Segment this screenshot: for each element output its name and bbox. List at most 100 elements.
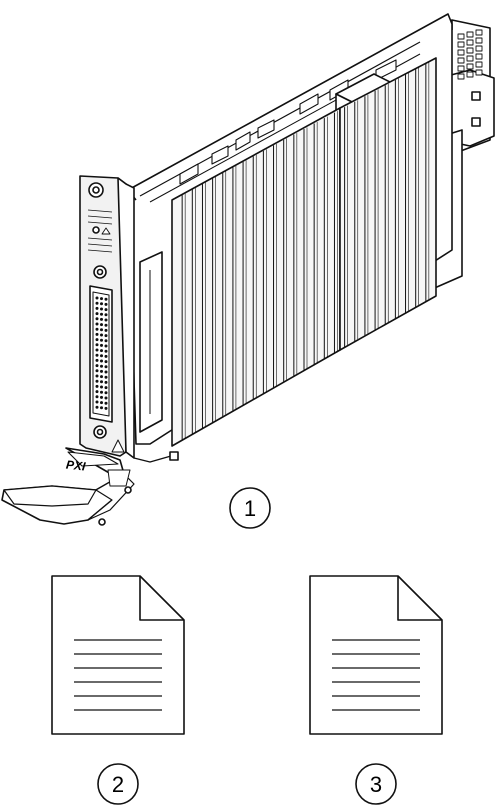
dsub-pin: [95, 348, 99, 352]
dsub-pin: [104, 339, 108, 343]
callout-2: 2: [97, 763, 139, 805]
backplane-pin: [475, 45, 483, 52]
dsub-pin: [100, 328, 104, 332]
dsub-connector: [89, 285, 113, 423]
dsub-pin: [95, 343, 99, 347]
callout-3-label: 3: [370, 772, 382, 797]
backplane-pin: [457, 57, 465, 64]
guide-rail: [133, 453, 179, 463]
dsub-pin: [95, 400, 99, 404]
callout-1-label: 1: [244, 496, 256, 521]
backplane-pin: [466, 39, 474, 46]
dsub-pin: [100, 354, 104, 358]
backplane-pin: [457, 33, 465, 40]
document-3-page: [309, 575, 443, 735]
backplane-pin: [457, 49, 465, 56]
callout-3: 3: [355, 763, 397, 805]
dsub-pin: [95, 301, 99, 305]
document-3: [309, 575, 443, 735]
backplane-pin: [475, 37, 483, 44]
dsub-pin: [100, 317, 104, 321]
dsub-pin: [104, 313, 108, 317]
backplane-pin: [475, 61, 483, 68]
backplane-pin: [457, 73, 465, 80]
document-2-page: [51, 575, 185, 735]
callout-1: 1: [229, 487, 271, 529]
dsub-pin: [100, 323, 104, 327]
dsub-pin: [100, 369, 104, 373]
dsub-pin: [95, 296, 99, 300]
dsub-pin: [104, 396, 108, 400]
heatsink: [171, 57, 437, 447]
dsub-pin: [100, 406, 104, 410]
backplane-pin: [466, 31, 474, 38]
dsub-pin: [104, 302, 108, 306]
document-3-folded-corner: [397, 576, 442, 621]
dsub-pin: [95, 369, 99, 373]
dsub-pin: [95, 395, 99, 399]
dsub-pin: [100, 385, 104, 389]
dsub-pin: [104, 375, 108, 379]
dsub-pin: [104, 380, 108, 384]
dsub-pin: [104, 323, 108, 327]
callout-2-label: 2: [112, 772, 124, 797]
dsub-pin: [104, 401, 108, 405]
dsub-pin: [95, 332, 99, 336]
dsub-pin: [100, 343, 104, 347]
dsub-pin: [95, 327, 99, 331]
dsub-pin: [104, 354, 108, 358]
dsub-pin: [104, 365, 108, 369]
dsub-pin: [100, 375, 104, 379]
handle-logo-text: PXI: [65, 458, 86, 474]
dsub-pin: [95, 317, 99, 321]
dsub-pin: [95, 405, 99, 409]
dsub-pin: [104, 349, 108, 353]
dsub-pin: [104, 297, 108, 301]
dsub-pin: [95, 306, 99, 310]
pxi-module: PXI: [1, 13, 495, 526]
backplane-pin: [475, 53, 483, 60]
dsub-pin: [100, 312, 104, 316]
dsub-pin: [104, 360, 108, 364]
dsub-pin: [95, 358, 99, 362]
backplane-pin: [466, 63, 474, 70]
dsub-pin: [95, 379, 99, 383]
dsub-pin: [95, 384, 99, 388]
dsub-pin: [104, 370, 108, 374]
backplane-pin: [457, 65, 465, 72]
dsub-pin: [100, 349, 104, 353]
dsub-pin: [100, 333, 104, 337]
dsub-pin: [95, 338, 99, 342]
dsub-pin: [95, 322, 99, 326]
dsub-pin: [95, 353, 99, 357]
dsub-pin: [100, 302, 104, 306]
dsub-pin: [104, 318, 108, 322]
backplane-pin: [475, 29, 483, 36]
front-panel: [79, 175, 135, 459]
backplane-pin: [457, 41, 465, 48]
document-3-text-lines: [332, 639, 420, 711]
dsub-pin: [100, 395, 104, 399]
document-2: [51, 575, 185, 735]
backplane-pin: [466, 47, 474, 54]
dsub-pin: [104, 334, 108, 338]
dsub-pin: [100, 359, 104, 363]
dsub-pin: [100, 390, 104, 394]
dsub-pin: [104, 386, 108, 390]
dsub-pin: [104, 391, 108, 395]
dsub-pin: [95, 390, 99, 394]
dsub-pin: [104, 406, 108, 410]
dsub-pin: [100, 401, 104, 405]
dsub-pin: [100, 297, 104, 301]
dsub-pin: [104, 344, 108, 348]
ejector-handle: PXI: [1, 447, 135, 526]
dsub-pin: [100, 307, 104, 311]
document-2-folded-corner: [139, 576, 184, 621]
dsub-pin: [100, 380, 104, 384]
dsub-pin: [95, 312, 99, 316]
backplane-pin: [466, 55, 474, 62]
dsub-pin: [100, 364, 104, 368]
board-components: [179, 59, 397, 185]
dsub-pin: [95, 364, 99, 368]
